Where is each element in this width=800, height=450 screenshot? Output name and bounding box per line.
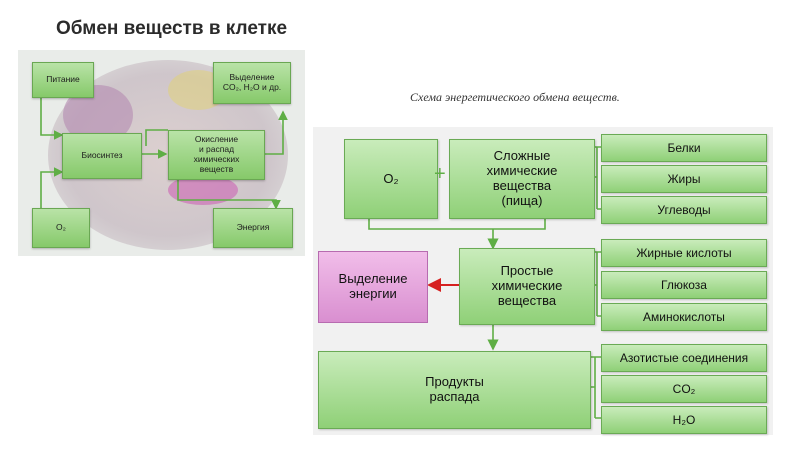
fatty-acids-box: Жирные кислоты	[601, 239, 767, 267]
plus-sign: +	[434, 163, 446, 185]
nitrogen-compounds-box: Азотистые соединения	[601, 344, 767, 372]
page-title: Обмен веществ в клетке	[56, 18, 288, 39]
biosynthesis-box: Биосинтез	[62, 133, 142, 179]
nutrition-box: Питание	[32, 62, 94, 98]
proteins-box: Белки	[601, 134, 767, 162]
water-box: H₂O	[601, 406, 767, 434]
diagram-caption: Схема энергетического обмена веществ.	[410, 90, 620, 104]
energy-box: Энергия	[213, 208, 293, 248]
co2-box: CO₂	[601, 375, 767, 403]
oxygen-box: O₂	[32, 208, 90, 248]
oxygen-box: O₂	[344, 139, 438, 219]
right-connectors	[368, 146, 601, 419]
carbohydrates-box: Углеводы	[601, 196, 767, 224]
left-arrows	[40, 96, 288, 210]
amino-acids-box: Аминокислоты	[601, 303, 767, 331]
glucose-box: Глюкоза	[601, 271, 767, 299]
fats-box: Жиры	[601, 165, 767, 193]
